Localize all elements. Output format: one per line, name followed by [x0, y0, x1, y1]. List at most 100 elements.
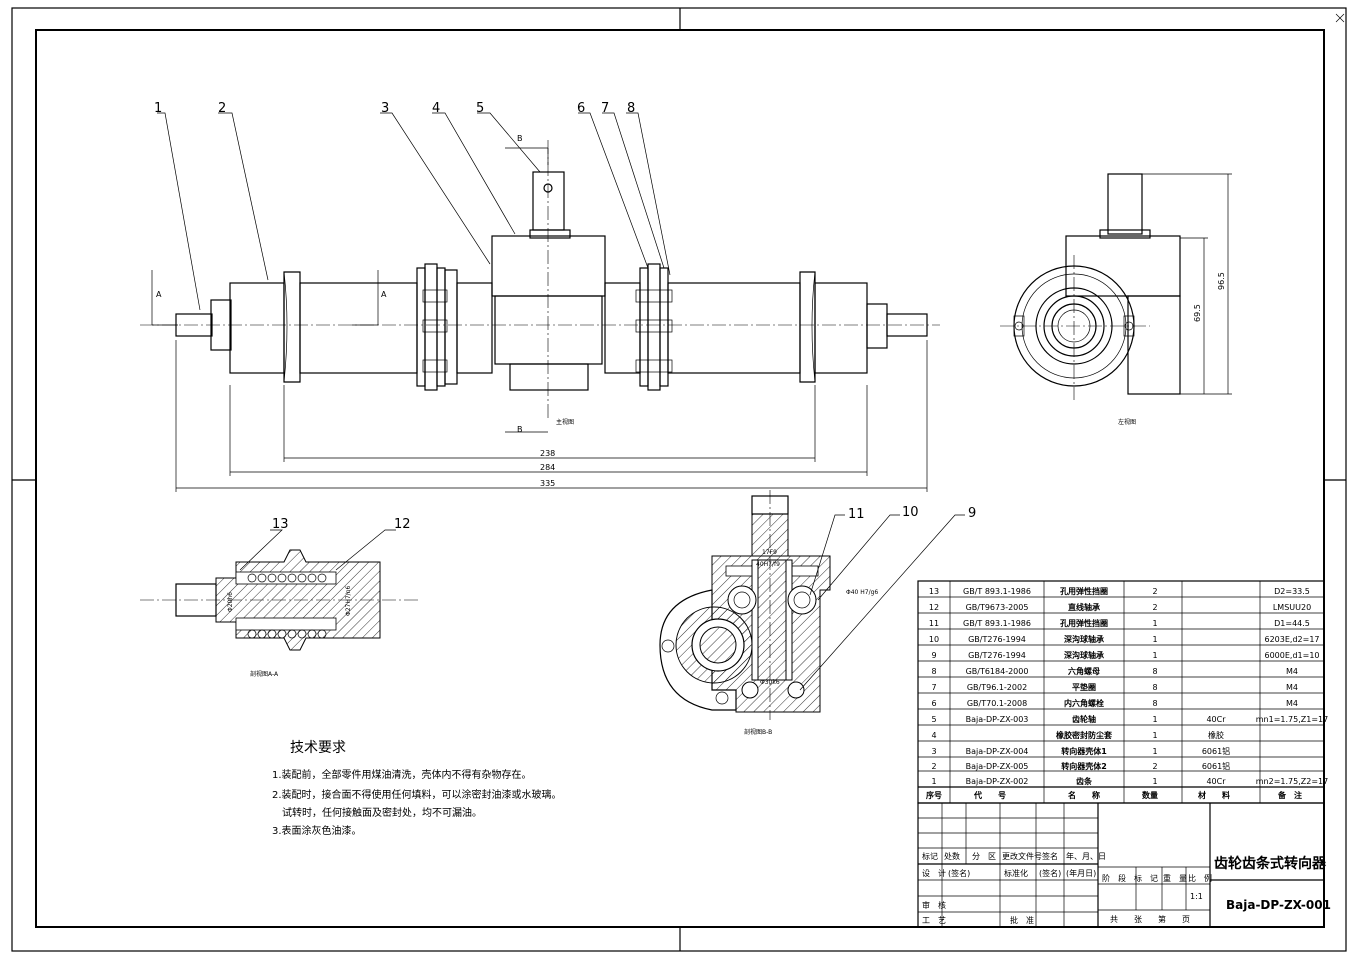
tb-sign: 签名: [1042, 851, 1058, 861]
bom-header-code: 代 号: [973, 790, 1006, 800]
bom-cell-qty: 1: [1152, 635, 1157, 644]
bom-header-qty: 数量: [1142, 790, 1158, 800]
part-label-11: 11: [848, 507, 865, 522]
front-view-caption: 主视图: [556, 418, 574, 426]
bom-cell-no: 6: [931, 699, 936, 708]
bom-cell-note: LMSUU20: [1273, 603, 1311, 612]
bom-cell-name: 孔用弹性挡圈: [1060, 618, 1108, 628]
bom-cell-qty: 1: [1152, 619, 1157, 628]
dim-335: 335: [540, 479, 555, 488]
bom-cell-name: 平垫圈: [1072, 682, 1096, 692]
drawing-code: Baja-DP-ZX-001: [1226, 898, 1331, 912]
bom-cell-note: mn1=1.75,Z1=17: [1256, 715, 1328, 724]
tb-zone: 分 区: [972, 852, 996, 861]
tech-req-item-3: 试转时，任何接触面及密封处，均不可漏油。: [282, 806, 482, 819]
bom-cell-no: 4: [931, 731, 936, 740]
tech-req-item-4: 3.表面涂灰色油漆。: [272, 824, 362, 837]
fit-f2: 40H7/f9: [756, 561, 780, 568]
bom-cell-no: 1: [931, 777, 936, 786]
part-label-2: 2: [218, 101, 226, 116]
bom-cell-no: 5: [931, 715, 936, 724]
bom-cell-no: 10: [929, 635, 939, 644]
tb-design: 设 计: [922, 868, 946, 878]
bom-cell-no: 3: [931, 747, 936, 756]
bom-cell-qty: 1: [1152, 731, 1157, 740]
part-label-3: 3: [381, 101, 389, 116]
bom-cell-mat: 40Cr: [1206, 777, 1226, 786]
bom-cell-name: 转向器壳体1: [1061, 746, 1107, 756]
tb-process: 工 艺: [922, 916, 946, 925]
tb-signed1: (签名): [948, 868, 970, 878]
outer-border: [11, 7, 1347, 952]
bom-cell-no: 9: [931, 651, 936, 660]
dim-284: 284: [540, 463, 555, 472]
bom-cell-no: 7: [931, 683, 936, 692]
dim-96-5: 96.5: [1217, 272, 1226, 290]
bom-cell-no: 12: [929, 603, 939, 612]
front-view: [140, 112, 940, 492]
bom-cell-no: 8: [931, 667, 936, 676]
bom-cell-note: mn2=1.75,Z2=17: [1256, 777, 1328, 786]
fit-f5: Φ20h6: [227, 592, 234, 612]
fit-f6: Φ27H7/n6: [345, 585, 352, 616]
fit-f1: 17F9: [762, 549, 777, 556]
bom-header-mat: 材 料: [1198, 790, 1230, 800]
part-label-8: 8: [627, 101, 635, 116]
bom-cell-note: 6000E,d1=10: [1264, 651, 1319, 660]
part-label-7: 7: [601, 101, 609, 116]
fit-f3: Φ40 H7/g6: [846, 589, 878, 596]
tech-req-item-1: 1.装配前，全部零件用煤油清洗，壳体内不得有杂物存在。: [272, 768, 532, 781]
section-aa-caption: 剖视图A-A: [250, 670, 279, 678]
tb-signed4: (年月日): [1066, 868, 1096, 878]
bom-cell-note: M4: [1286, 683, 1298, 692]
bom-cell-mat: 6061铝: [1202, 761, 1230, 771]
bom-cell-mat: 6061铝: [1202, 746, 1230, 756]
bom-cell-name: 齿轮轴: [1072, 714, 1096, 724]
section-letter-b2: B: [517, 425, 523, 434]
bom-cell-name: 深沟球轴承: [1064, 634, 1104, 644]
tb-stage: 阶 段 标 记: [1102, 873, 1158, 883]
bom-header-note: 备 注: [1277, 790, 1302, 800]
bom-cell-name: 齿条: [1076, 776, 1093, 786]
bom-cell-qty: 1: [1152, 777, 1157, 786]
bom-cell-name: 橡胶密封防尘套: [1056, 730, 1113, 740]
bom-cell-code: GB/T276-1994: [968, 635, 1026, 644]
tb-date: 年、月、日: [1066, 851, 1106, 861]
section-letter-a1: A: [156, 290, 162, 299]
bom-cell-note: D1=44.5: [1274, 619, 1310, 628]
bom-cell-qty: 8: [1152, 667, 1157, 676]
bom-cell-name: 深沟球轴承: [1064, 650, 1104, 660]
bom-cell-mat: 40Cr: [1206, 715, 1226, 724]
bom-grid: [918, 581, 1324, 803]
part-label-12: 12: [394, 517, 411, 532]
bom-cell-no: 2: [931, 762, 936, 771]
bom-cell-code: GB/T70.1-2008: [967, 699, 1027, 708]
bom-cell-qty: 2: [1152, 587, 1157, 596]
bom-cell-note: D2=33.5: [1274, 587, 1310, 596]
part-label-4: 4: [432, 101, 440, 116]
left-view-caption: 左视图: [1118, 418, 1136, 426]
tb-review: 审 核: [922, 900, 946, 910]
bom-cell-code: GB/T 893.1-1986: [963, 587, 1031, 596]
bom-cell-mat: 橡胶: [1208, 730, 1224, 740]
bom-cell-code: Baja-DP-ZX-002: [966, 777, 1029, 786]
bom-cell-qty: 8: [1152, 699, 1157, 708]
bom-cell-qty: 8: [1152, 683, 1157, 692]
fit-f4: Φ30k6: [760, 679, 780, 686]
bom-cell-code: GB/T 893.1-1986: [963, 619, 1031, 628]
part-label-10: 10: [902, 505, 919, 520]
tb-doc-no: 更改文件号: [1002, 851, 1042, 861]
bom-cell-qty: 1: [1152, 715, 1157, 724]
tb-ratio: 比 例: [1188, 873, 1212, 883]
bom-cell-no: 11: [929, 619, 939, 628]
bom-header-name: 名 称: [1068, 790, 1100, 800]
tb-signed3: (签名): [1039, 868, 1061, 878]
tech-req-heading: 技术要求: [290, 740, 346, 756]
left-view-labels: 96.5 69.5 左视图: [1118, 272, 1226, 426]
dim-69-5: 69.5: [1193, 304, 1202, 322]
section-bb: [659, 490, 965, 720]
tech-requirements: 技术要求 1.装配前，全部零件用煤油清洗，壳体内不得有杂物存在。 2.装配时，接…: [272, 740, 562, 837]
part-label-9: 9: [968, 506, 976, 521]
